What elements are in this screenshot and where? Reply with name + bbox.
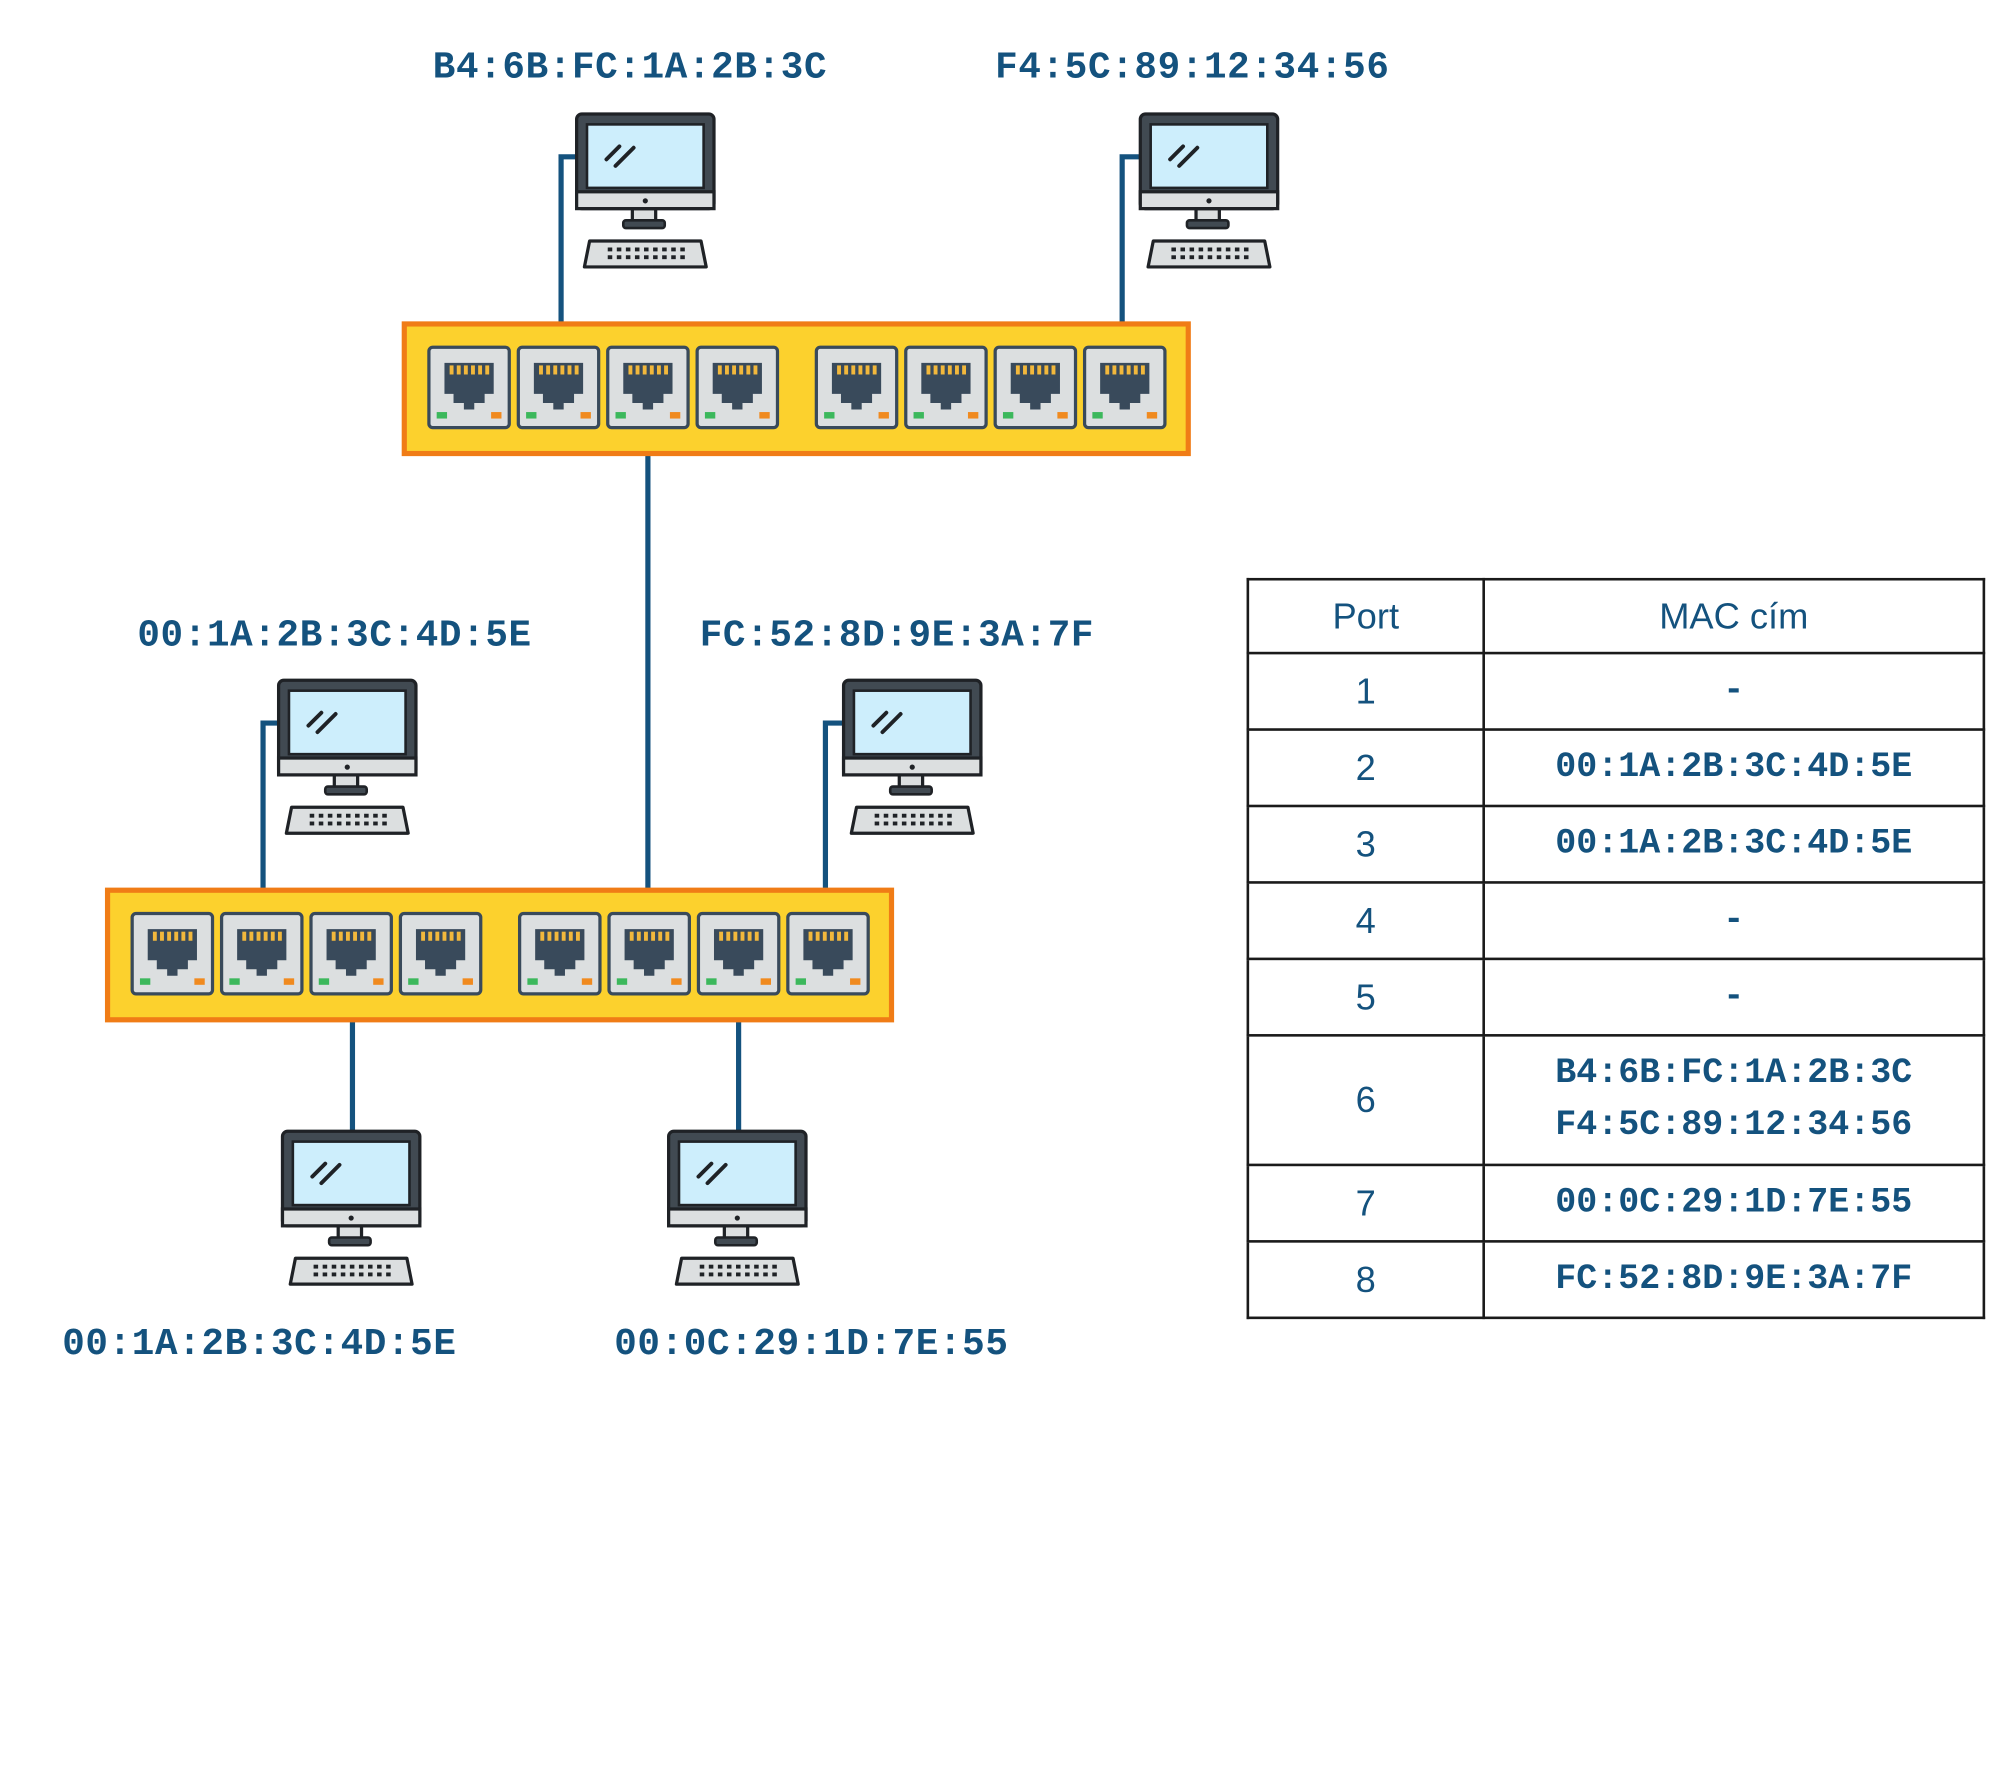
network-switch-bottom xyxy=(104,887,895,1023)
desktop-computer-icon-bottom-right xyxy=(667,1129,808,1286)
ethernet-port-icon xyxy=(427,345,511,430)
table-row: 1- xyxy=(1246,651,1986,731)
mac-label-top-left: B4:6B:FC:1A:2B:3C xyxy=(432,46,828,90)
desktop-computer-icon-mid-left xyxy=(276,678,418,835)
desktop-computer-icon-top-right xyxy=(1138,112,1280,269)
ethernet-port-icon xyxy=(607,911,691,996)
table-row: 7 00:0C:29:1D:7E:55 xyxy=(1246,1163,1986,1243)
mac-label-mid-right: FC:52:8D:9E:3A:7F xyxy=(699,614,1095,657)
port-number-cell: 8 xyxy=(1246,1240,1485,1320)
ethernet-port-icon xyxy=(695,345,780,430)
mac-label-bottom-left: 00:1A:2B:3C:4D:5E xyxy=(62,1323,457,1366)
ethernet-port-icon xyxy=(517,911,602,996)
table-row: 3 00:1A:2B:3C:4D:5E xyxy=(1246,804,1986,884)
desktop-computer-icon-mid-right xyxy=(841,678,983,835)
network-switch-top xyxy=(401,321,1191,457)
ethernet-port-icon xyxy=(1082,345,1167,430)
port-column-header: Port xyxy=(1246,577,1485,655)
ethernet-port-icon xyxy=(814,345,899,430)
ethernet-port-icon xyxy=(786,911,870,996)
mac-address-entry: - xyxy=(1723,901,1745,941)
ethernet-port-icon xyxy=(130,911,215,996)
desktop-computer-icon-top-left xyxy=(575,112,716,269)
mac-address-entry: - xyxy=(1723,671,1745,711)
port-number-cell: 7 xyxy=(1246,1163,1485,1243)
ethernet-port-icon xyxy=(993,345,1078,430)
desktop-computer-icon-bottom-left xyxy=(280,1129,422,1286)
mac-address-entry: F4:5C:89:12:34:56 xyxy=(1555,1106,1913,1146)
mac-address-entry: 00:1A:2B:3C:4D:5E xyxy=(1555,748,1913,788)
mac-column-header: MAC cím xyxy=(1482,577,1986,655)
ethernet-port-icon xyxy=(606,345,690,430)
table-row: 2 00:1A:2B:3C:4D:5E xyxy=(1246,728,1986,808)
mac-address-cell: - xyxy=(1482,881,1986,961)
port-number-cell: 3 xyxy=(1246,804,1485,884)
network-cable xyxy=(260,720,280,905)
ethernet-port-icon xyxy=(516,345,601,430)
mac-address-cell: FC:52:8D:9E:3A:7F xyxy=(1482,1240,1986,1320)
port-number-cell: 4 xyxy=(1246,881,1485,961)
ethernet-port-icon xyxy=(696,911,781,996)
table-row: 6 B4:6B:FC:1A:2B:3C F4:5C:89:12:34:56 xyxy=(1246,1034,1986,1167)
mac-address-cell: 00:1A:2B:3C:4D:5E xyxy=(1482,728,1986,808)
table-row: 5- xyxy=(1246,957,1986,1037)
mac-address-entry: FC:52:8D:9E:3A:7F xyxy=(1555,1260,1913,1300)
mac-address-entry: B4:6B:FC:1A:2B:3C xyxy=(1555,1054,1913,1094)
table-row: 8 FC:52:8D:9E:3A:7F xyxy=(1246,1240,1986,1320)
mac-label-bottom-right: 00:0C:29:1D:7E:55 xyxy=(614,1323,1009,1366)
mac-address-cell: - xyxy=(1482,651,1986,731)
port-number-cell: 5 xyxy=(1246,957,1485,1037)
network-cable xyxy=(822,720,845,905)
network-cable xyxy=(1119,154,1142,335)
table-row: 4- xyxy=(1246,881,1986,961)
port-number-cell: 1 xyxy=(1246,651,1485,731)
port-number-cell: 2 xyxy=(1246,728,1485,808)
mac-label-mid-left: 00:1A:2B:3C:4D:5E xyxy=(137,614,532,657)
mac-address-cell: B4:6B:FC:1A:2B:3C F4:5C:89:12:34:56 xyxy=(1482,1034,1986,1167)
mac-address-cell: 00:0C:29:1D:7E:55 xyxy=(1482,1163,1986,1243)
mac-address-cell: 00:1A:2B:3C:4D:5E xyxy=(1482,804,1986,884)
port-number-cell: 6 xyxy=(1246,1034,1485,1167)
table-header-row: Port MAC cím xyxy=(1246,577,1986,655)
mac-label-top-right: F4:5C:89:12:34:56 xyxy=(995,46,1390,90)
ethernet-port-icon xyxy=(398,911,483,996)
mac-address-cell: - xyxy=(1482,957,1986,1037)
mac-address-entry: 00:0C:29:1D:7E:55 xyxy=(1555,1183,1913,1223)
ethernet-port-icon xyxy=(904,345,988,430)
mac-address-entry: 00:1A:2B:3C:4D:5E xyxy=(1555,824,1913,864)
ethernet-port-icon xyxy=(219,911,304,996)
mac-address-entry: - xyxy=(1723,977,1745,1017)
topology-svg xyxy=(104,112,1280,1286)
network-cable xyxy=(558,154,578,335)
ethernet-port-icon xyxy=(309,911,393,996)
